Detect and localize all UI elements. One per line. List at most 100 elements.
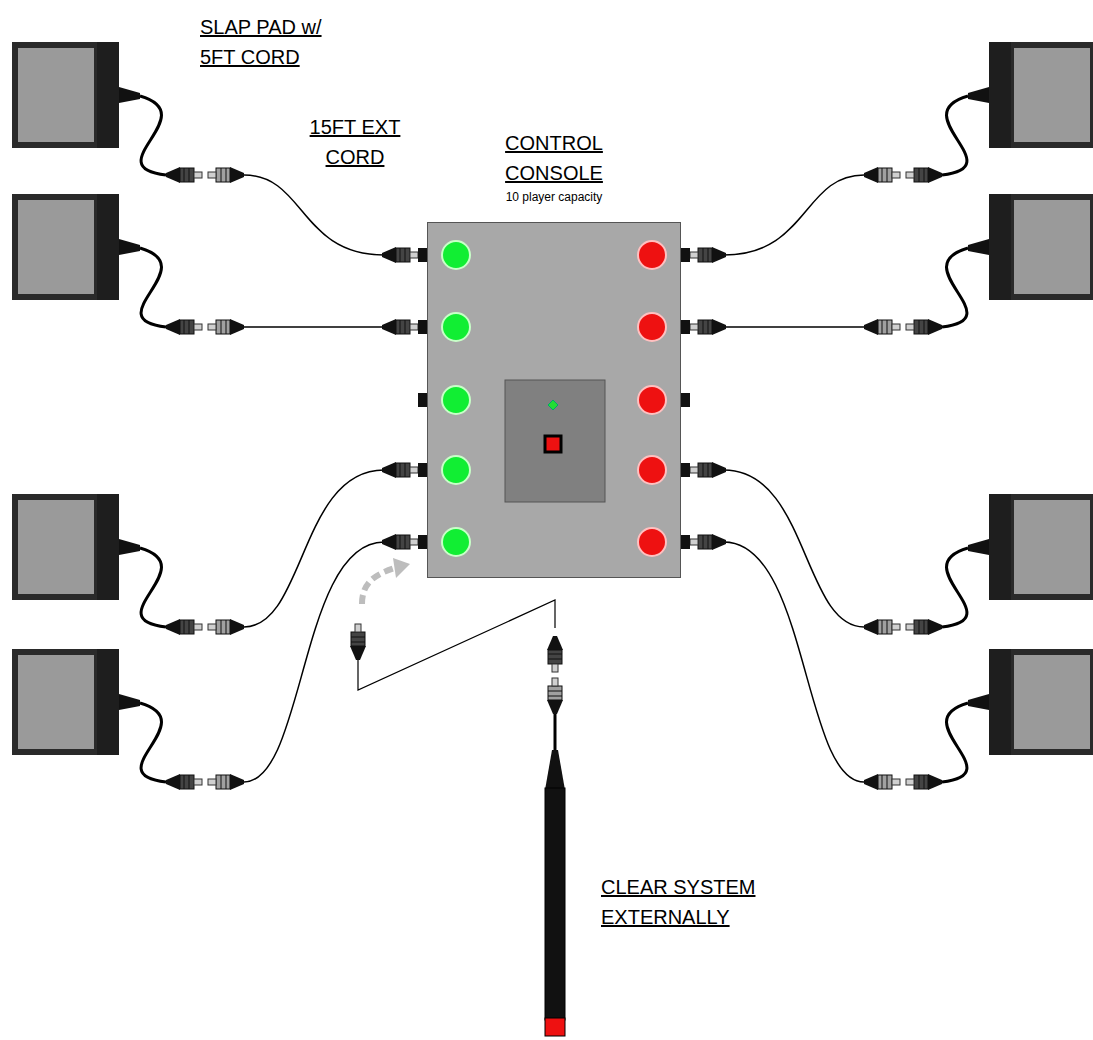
plug-strain-relief	[547, 636, 563, 650]
plug-pin	[410, 467, 418, 473]
red-light	[638, 386, 666, 414]
console-face	[427, 222, 681, 578]
console-body	[427, 222, 681, 578]
plug-rib	[351, 637, 365, 638]
plug	[166, 319, 202, 335]
red-light	[638, 528, 666, 556]
player-side-mirror	[681, 42, 1093, 790]
plug	[166, 167, 202, 183]
red-light	[638, 313, 666, 341]
plug-rib	[548, 691, 562, 692]
plug-rib	[221, 620, 222, 634]
plug-body	[216, 775, 230, 789]
cord	[140, 96, 166, 175]
plug-rib	[400, 320, 401, 334]
player-side	[15, 42, 427, 790]
plug-rib	[221, 168, 222, 182]
plug-body	[351, 632, 365, 646]
plug-body	[216, 620, 230, 634]
plug	[208, 619, 244, 635]
slap-pad	[15, 197, 97, 297]
cord	[244, 175, 384, 255]
inner-panel	[505, 380, 605, 502]
plug-pin	[208, 172, 216, 178]
console-port	[418, 393, 427, 407]
plug-rib	[548, 654, 562, 655]
slap-pad	[15, 45, 97, 145]
plug-body	[216, 320, 230, 334]
control-console: CONTROL CONSOLE 10 player capacity	[427, 120, 681, 578]
slap-pad-side	[97, 494, 119, 600]
cord	[140, 548, 166, 627]
green-light	[442, 456, 470, 484]
green-light	[442, 313, 470, 341]
cord	[244, 326, 384, 328]
plug-pin	[410, 324, 418, 330]
plug-rib	[400, 535, 401, 549]
console-port	[418, 248, 427, 262]
status-led	[548, 400, 558, 410]
ext-cord-label: 15FT EXT CORD	[300, 112, 410, 172]
slap-pad-side	[97, 194, 119, 300]
cord	[244, 542, 384, 782]
swap-arrow	[362, 568, 395, 604]
plug-rib	[405, 320, 406, 334]
plug-strain-relief	[230, 319, 244, 335]
plug	[350, 624, 366, 660]
plug-rib	[400, 463, 401, 477]
slap-pad-side	[97, 42, 119, 148]
swap-arrowhead	[393, 558, 410, 578]
plug-body	[216, 168, 230, 182]
console-capacity: 10 player capacity	[427, 190, 681, 204]
plug-body	[180, 620, 194, 634]
plug-rib	[351, 642, 365, 643]
plug-rib	[189, 168, 190, 182]
plug-pin	[552, 678, 558, 686]
clear-button	[545, 1018, 565, 1036]
plug-pin	[208, 624, 216, 630]
plug-pin	[410, 252, 418, 258]
plug-rib	[184, 168, 185, 182]
plug	[166, 619, 202, 635]
plug-body	[396, 248, 410, 262]
plug-strain-relief	[350, 646, 366, 660]
console-port	[418, 320, 427, 334]
plug-pin	[410, 539, 418, 545]
plug-rib	[405, 463, 406, 477]
slap-pad	[15, 652, 97, 752]
plug-body	[548, 686, 562, 700]
clear-handle	[545, 788, 565, 1020]
plug-body	[396, 463, 410, 477]
plug-rib	[226, 168, 227, 182]
plug-rib	[221, 775, 222, 789]
plug-rib	[226, 620, 227, 634]
plug-strain-relief	[166, 319, 180, 335]
plug-body	[396, 320, 410, 334]
red-light	[638, 241, 666, 269]
plug-rib	[405, 535, 406, 549]
plug-rib	[400, 248, 401, 262]
plug	[208, 319, 244, 335]
plug-rib	[189, 620, 190, 634]
plug-body	[180, 168, 194, 182]
plug-strain-relief	[382, 247, 396, 263]
plug-body	[548, 650, 562, 664]
reset-button	[545, 436, 561, 452]
plug-rib	[226, 320, 227, 334]
plug-rib	[184, 620, 185, 634]
plug	[382, 462, 418, 478]
plug-strain-relief	[230, 619, 244, 635]
plug-pin	[194, 172, 202, 178]
plug-strain-relief	[230, 167, 244, 183]
red-light	[638, 456, 666, 484]
plug	[547, 636, 563, 672]
clear-label: CLEAR SYSTEM EXTERNALLY	[601, 872, 831, 932]
console-heading: CONTROL CONSOLE	[494, 128, 614, 188]
plug-rib	[548, 659, 562, 660]
plug-pin	[194, 779, 202, 785]
slap-pad-side	[97, 649, 119, 755]
console-port	[418, 463, 427, 477]
pad-cord-relief	[119, 87, 140, 103]
plug-rib	[405, 248, 406, 262]
pad-label: SLAP PAD w/ 5FT CORD	[200, 12, 350, 72]
